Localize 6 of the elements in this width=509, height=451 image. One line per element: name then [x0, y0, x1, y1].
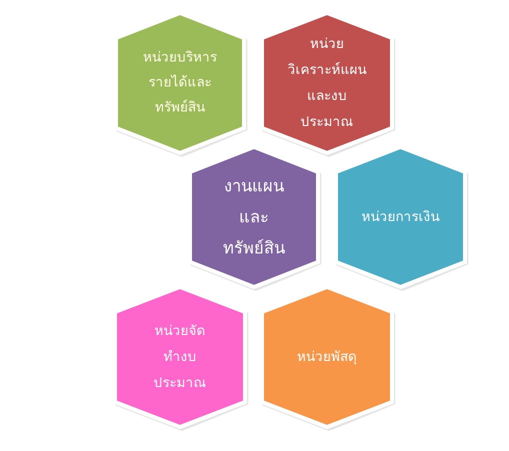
unit-name: หน่วยบริหารรายได้และทรัพย์สิน — [142, 48, 218, 118]
unit-name: หน่วยจัดทำงบประมาณ — [152, 322, 208, 393]
unit-name: หน่วยการเงิน — [360, 208, 440, 227]
unit-name: งานแผนและทรัพย์สิน — [222, 176, 286, 260]
unit-name: หน่วยพัสดุ — [296, 348, 358, 367]
unit-name: หน่วยวิเคราะห์แผนและงบประมาณ — [286, 35, 368, 132]
